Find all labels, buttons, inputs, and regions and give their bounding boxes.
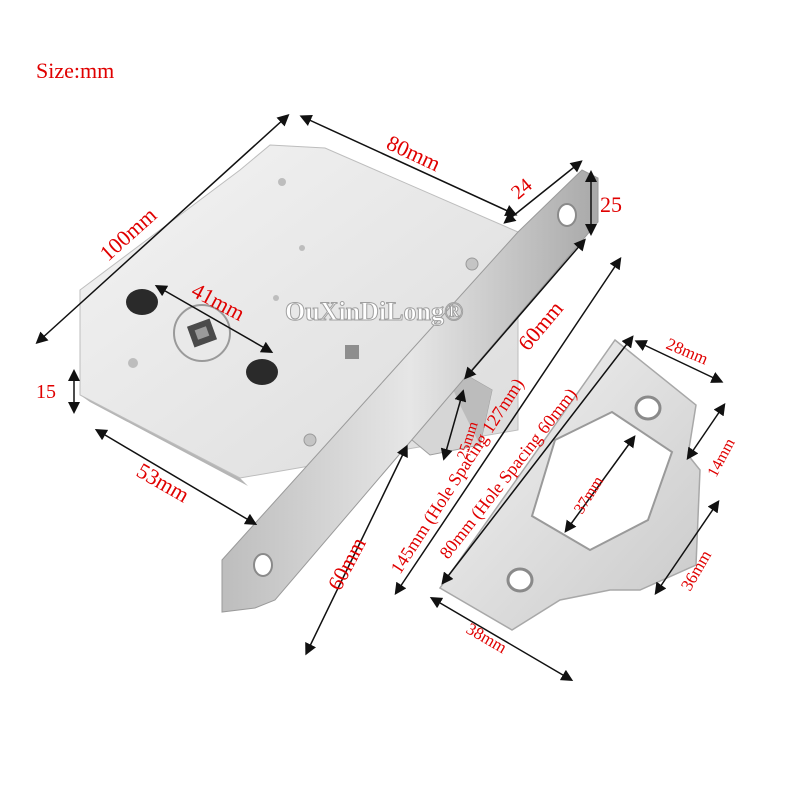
label-faceplate-top: 25: [600, 192, 622, 217]
strike-hole-upper: [634, 395, 662, 421]
label-backset: 53mm: [133, 458, 194, 508]
strike-hole-lower: [506, 567, 534, 593]
label-strike-lip: 14mm: [705, 435, 739, 480]
label-strike-width: 28mm: [663, 334, 710, 368]
label-latch-bottom: 60mm: [322, 533, 370, 594]
label-lock-depth: 80mm: [383, 130, 445, 176]
label-faceplate-width: 24: [507, 174, 536, 204]
dimension-lines: [35, 113, 726, 682]
watermark: OuXinDiLong®: [285, 297, 463, 326]
follower-hole-upper: [126, 289, 158, 315]
follower-hole-lower: [246, 359, 278, 385]
label-side-offset: 15: [36, 381, 56, 403]
size-label: Size:mm: [36, 58, 114, 83]
